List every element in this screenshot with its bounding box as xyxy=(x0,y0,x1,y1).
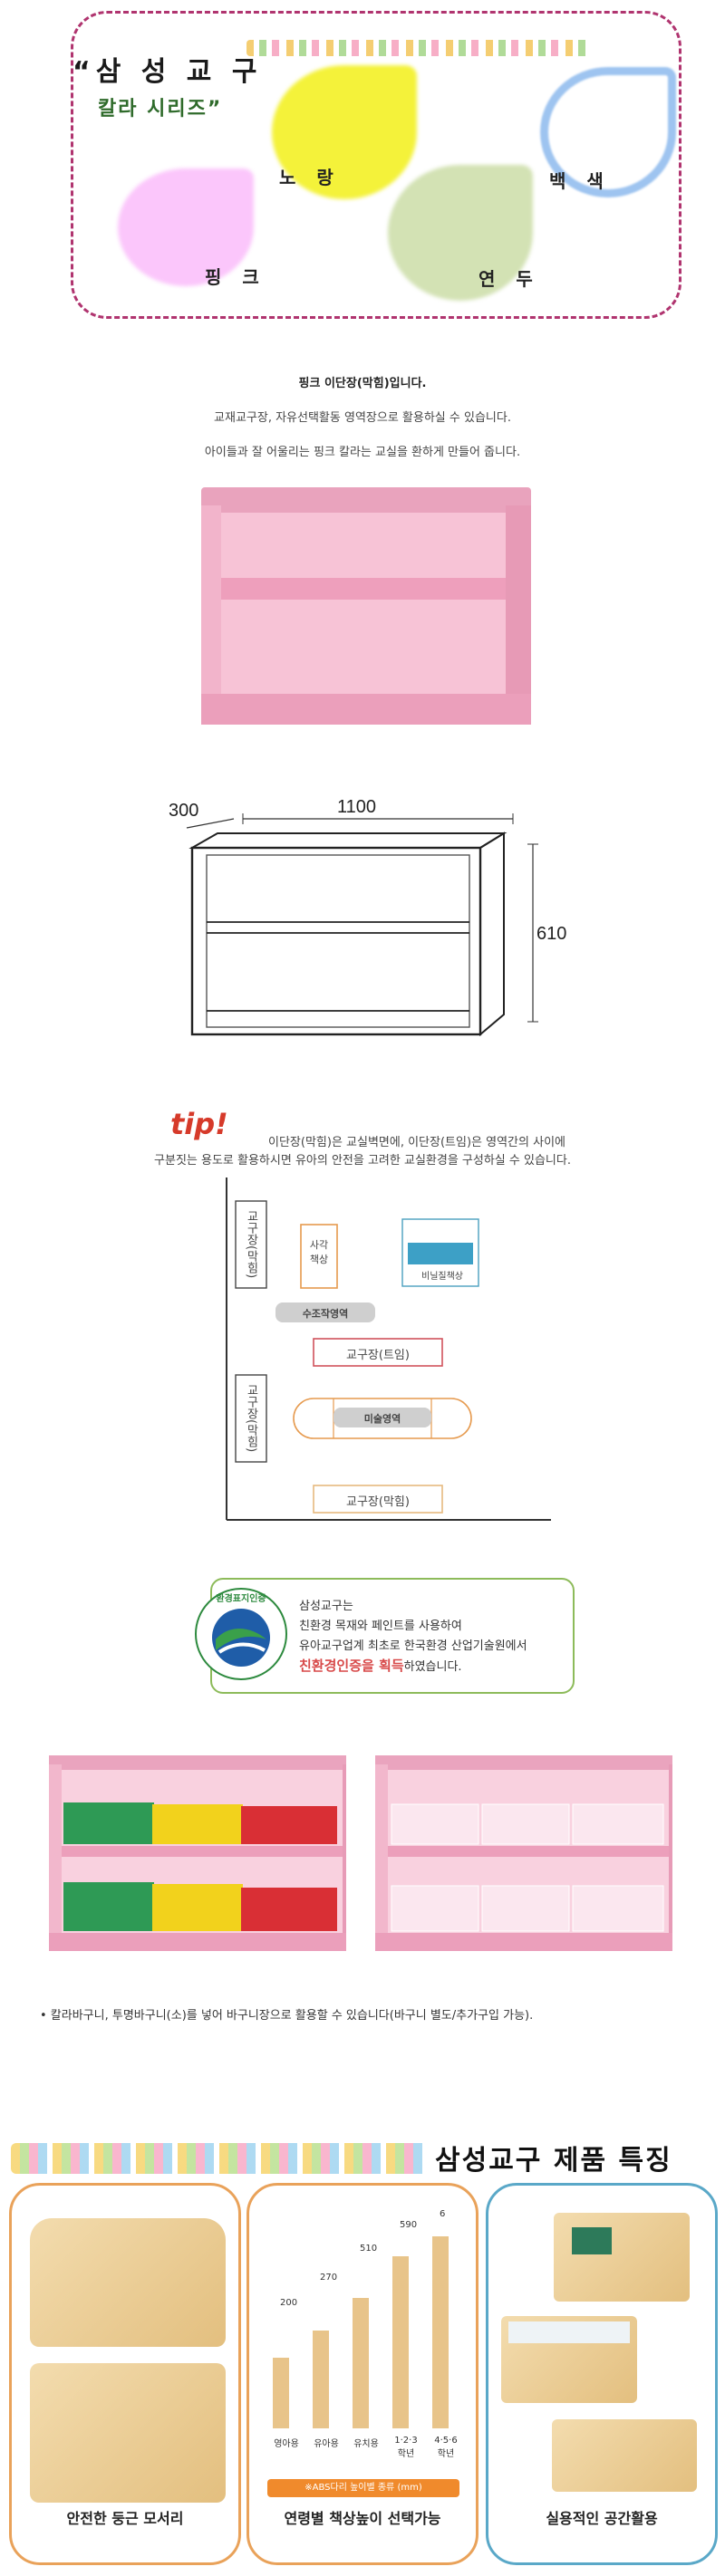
layout-art-area: 미술영역 xyxy=(363,1413,401,1425)
age-label-3: 유치용 xyxy=(353,2439,379,2449)
tip-heading: tip! xyxy=(170,1107,228,1141)
leg-height-200: 200 xyxy=(280,2298,298,2308)
table-legs-chart xyxy=(273,2236,449,2428)
dimension-drawing xyxy=(186,813,538,1037)
hero-banner xyxy=(71,11,682,319)
pink-swatch xyxy=(118,168,254,286)
color-basket-shelf-photo xyxy=(49,1755,346,1951)
step-platform-photo xyxy=(552,2419,697,2492)
feature-label-2: 연령별 책상높이 선택가능 xyxy=(284,2510,441,2527)
intro-line-2: 아이들과 잘 어울리는 핑크 칼라는 교실을 환하게 만들어 줍니다. xyxy=(204,446,521,459)
decorative-pattern-strip xyxy=(11,2143,428,2174)
color-label-pink: 핑 크 xyxy=(205,266,266,288)
yellow-swatch xyxy=(272,65,417,199)
eco-line-1: 삼성교구는 xyxy=(299,1600,353,1613)
layout-craft-area: 수조작영역 xyxy=(302,1308,349,1320)
feature-card-space-usage: 실용적인 공간활용 xyxy=(486,2183,718,2565)
brand-title: “삼 성 교 구 xyxy=(72,56,263,88)
white-swatch xyxy=(540,67,676,197)
basket-caption: • 칼라바구니, 투명바구니(소)를 넣어 바구니장으로 활용할 수 있습니다(… xyxy=(40,2009,534,2023)
layout-vinyl-desk: 비닐질책상 xyxy=(421,1272,463,1282)
leg-height-6: 6 xyxy=(440,2209,446,2219)
leg-height-270: 270 xyxy=(320,2273,338,2283)
age-label-5: 4·5·6 학년 xyxy=(434,2436,458,2459)
rounded-table-photo xyxy=(30,2218,226,2347)
leg-height-510: 510 xyxy=(360,2244,378,2254)
legs-note: ※ABS다리 높이별 종류 (mm) xyxy=(267,2479,459,2497)
layout-open-cabinet: 교구장(트임) xyxy=(346,1349,410,1362)
eco-line-2: 친환경 목재와 페인트를 사용하여 xyxy=(299,1620,462,1633)
eco-seal-text: 환경표지인증 xyxy=(216,1594,266,1604)
layout-cabinet-bottom: 교구장(막힘) xyxy=(244,1384,258,1453)
eco-line-3: 유아교구업계 최초로 한국환경 산업기술원에서 xyxy=(299,1639,527,1653)
feature-label-3: 실용적인 공간활용 xyxy=(546,2510,658,2527)
rounded-cabinet-photo xyxy=(30,2363,226,2503)
layout-square-desk: 사각 책상 xyxy=(309,1239,329,1265)
color-label-white: 백 색 xyxy=(549,170,611,192)
feature-card-rounded-corners: 안전한 둥근 모서리 xyxy=(9,2183,241,2565)
feature-label-1: 안전한 둥근 모서리 xyxy=(66,2510,184,2527)
dimension-width: 1100 xyxy=(337,797,377,817)
intro-line-1: 교재교구장, 자유선택활동 영역장으로 활용하실 수 있습니다. xyxy=(214,411,511,425)
eco-tail: 하였습니다. xyxy=(403,1660,462,1674)
color-label-yellow: 노 랑 xyxy=(279,167,341,188)
features-title: 삼성교구 제품 특징 xyxy=(435,2145,672,2177)
play-kitchen-photo xyxy=(554,2213,690,2302)
tip-line-1: 이단장(막힘)은 교실벽면에, 이단장(트임)은 영역간의 사이에 xyxy=(268,1136,566,1149)
dimension-depth: 300 xyxy=(169,801,199,821)
eco-seal-logo xyxy=(195,1588,287,1680)
leg-height-590: 590 xyxy=(400,2220,418,2230)
tip-line-2: 구분짓는 용도로 활용하시면 유아의 안전을 고려한 교실환경을 구성하실 수 … xyxy=(154,1154,571,1168)
dimension-height: 610 xyxy=(536,924,567,944)
green-swatch xyxy=(388,165,533,301)
classroom-layout-diagram xyxy=(226,1177,551,1521)
pink-shelf-photo xyxy=(201,487,531,725)
age-label-4: 1·2·3 학년 xyxy=(394,2436,418,2459)
layout-cabinet-top: 교구장(막힘) xyxy=(244,1210,258,1279)
age-label-2: 유아용 xyxy=(314,2439,339,2449)
color-label-green: 연 두 xyxy=(478,268,540,290)
intro-title: 핑크 이단장(막힘)입니다. xyxy=(298,377,427,390)
clear-basket-shelf-photo xyxy=(375,1755,672,1951)
age-label-1: 영아용 xyxy=(274,2439,299,2449)
layout-closed-cabinet: 교구장(막힘) xyxy=(346,1495,410,1509)
series-title: 칼라 시리즈” xyxy=(98,98,223,120)
eco-highlight: 친환경인증을 획득 xyxy=(299,1658,404,1674)
feature-card-desk-height: 200 270 510 590 6 영아용 유아용 유치용 1·2·3 학년 4… xyxy=(246,2183,478,2565)
decorative-illustration-strip xyxy=(246,40,591,56)
